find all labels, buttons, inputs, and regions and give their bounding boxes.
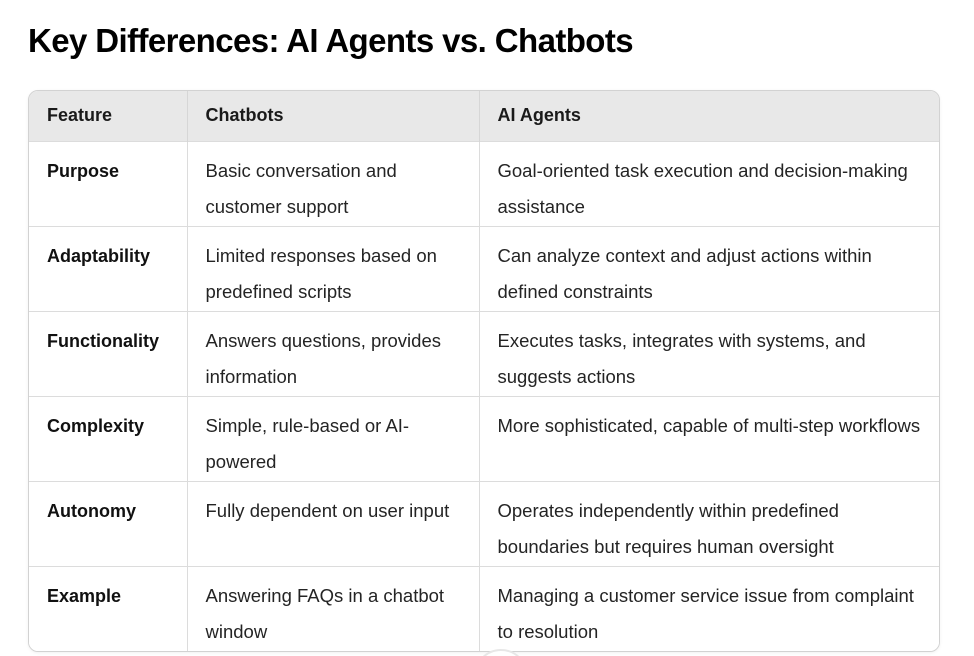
cell-feature: Purpose <box>29 140 187 226</box>
table-row-adaptability: Adaptability Limited responses based on … <box>29 225 939 311</box>
table-body: Purpose Basic conversation and customer … <box>29 140 939 651</box>
cell-chatbots: Basic conversation and customer support <box>186 140 479 226</box>
cell-feature: Functionality <box>29 310 187 396</box>
cell-chatbots: Fully dependent on user input <box>186 480 479 566</box>
cell-chatbots: Limited responses based on predefined sc… <box>186 225 479 311</box>
cell-ai-agents: Goal-oriented task execution and decisio… <box>478 140 939 226</box>
cell-ai-agents: Operates independently within predefined… <box>478 480 939 566</box>
cell-feature: Example <box>29 565 187 651</box>
header-cell-feature: Feature <box>29 91 187 141</box>
cell-feature: Adaptability <box>29 225 187 311</box>
cell-feature: Complexity <box>29 395 187 481</box>
header-row: Feature Chatbots AI Agents <box>29 91 939 141</box>
comparison-table: Feature Chatbots AI Agents Purpose Basic… <box>29 91 939 651</box>
cell-chatbots: Answering FAQs in a chatbot window <box>186 565 479 651</box>
header-cell-ai-agents: AI Agents <box>478 91 939 141</box>
cell-chatbots: Answers questions, provides information <box>186 310 479 396</box>
table-row-example: Example Answering FAQs in a chatbot wind… <box>29 565 939 651</box>
cell-ai-agents: More sophisticated, capable of multi-ste… <box>478 395 939 481</box>
cell-chatbots: Simple, rule-based or AI-powered <box>186 395 479 481</box>
page-title: Key Differences: AI Agents vs. Chatbots <box>28 22 634 59</box>
cell-ai-agents: Executes tasks, integrates with systems,… <box>478 310 939 396</box>
comparison-table-container: Feature Chatbots AI Agents Purpose Basic… <box>28 90 940 652</box>
cell-ai-agents: Managing a customer service issue from c… <box>478 565 939 651</box>
table-header: Feature Chatbots AI Agents <box>29 91 939 141</box>
cell-ai-agents: Can analyze context and adjust actions w… <box>478 225 939 311</box>
header-cell-chatbots: Chatbots <box>186 91 479 141</box>
table-row-complexity: Complexity Simple, rule-based or AI-powe… <box>29 395 939 481</box>
cell-feature: Autonomy <box>29 480 187 566</box>
table-row-purpose: Purpose Basic conversation and customer … <box>29 140 939 226</box>
table-row-autonomy: Autonomy Fully dependent on user input O… <box>29 480 939 566</box>
table-row-functionality: Functionality Answers questions, provide… <box>29 310 939 396</box>
